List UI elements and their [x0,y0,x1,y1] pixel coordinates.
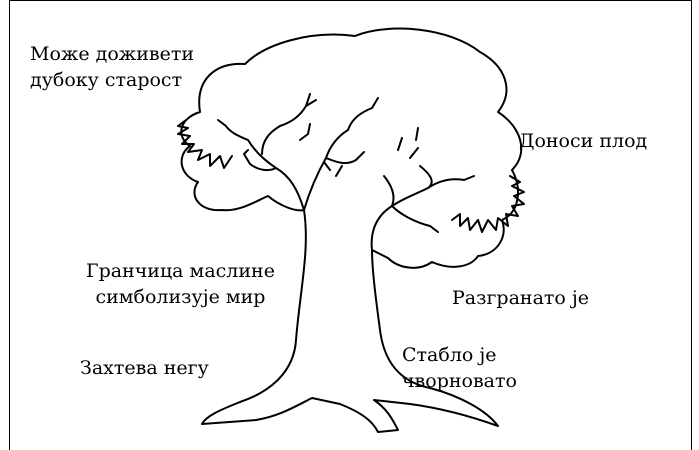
label-fruit: Доноси плод [519,128,647,154]
leaf-fringe-left [178,120,232,168]
label-gnarled: Стабло је чворновато [402,342,517,394]
branch-right [372,166,464,250]
tree-trunk [202,210,498,432]
label-branched: Разгранато је [452,285,589,311]
branch-left [226,106,306,210]
label-old-age: Може доживети дубоку старост [30,41,194,93]
branch-center [304,108,372,210]
leaf-fringe-right [452,176,524,232]
label-olive: Гранчица маслине симболизује мир [86,258,275,310]
tree-canopy [181,29,521,268]
label-care: Захтева негу [80,355,209,381]
